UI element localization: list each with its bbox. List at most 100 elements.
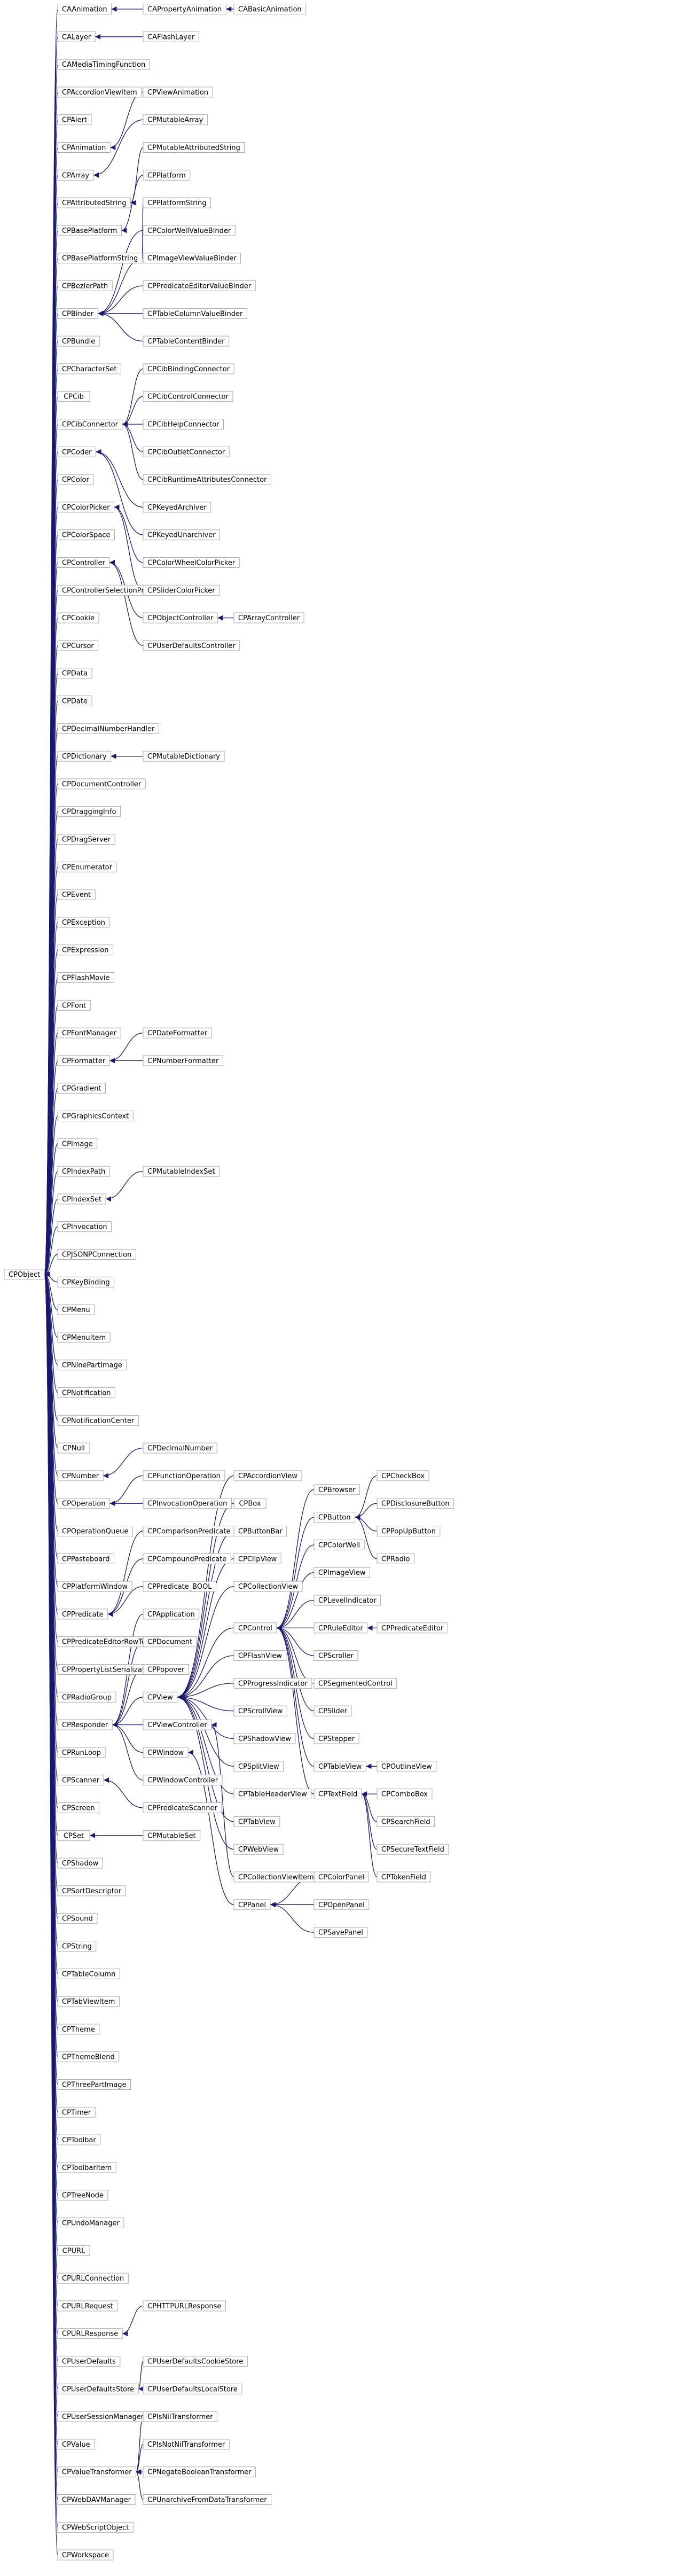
class-node[interactable]: CPObject xyxy=(4,1269,45,1280)
class-node[interactable]: CPOutlineView xyxy=(377,1761,437,1772)
class-node[interactable]: CPAccordionViewItem xyxy=(57,87,142,98)
class-node[interactable]: CPAnimation xyxy=(57,142,111,153)
class-node[interactable]: CPAlert xyxy=(57,114,92,126)
class-node[interactable]: CPURLRequest xyxy=(57,2300,118,2312)
class-node[interactable]: CPUserDefaultsCookieStore xyxy=(143,2356,248,2367)
class-node[interactable]: CPScroller xyxy=(314,1650,358,1661)
class-node[interactable]: CPRunLoop xyxy=(57,1747,106,1758)
class-node[interactable]: CPRadioGroup xyxy=(57,1691,116,1703)
class-node[interactable]: CPProgressIndicator xyxy=(233,1677,312,1689)
class-node[interactable]: CPPredicate xyxy=(57,1609,108,1620)
class-node[interactable]: CPBasePlatformString xyxy=(57,253,143,264)
class-node[interactable]: CPView xyxy=(143,1691,178,1703)
class-node[interactable]: CPMenu xyxy=(57,1304,95,1315)
class-node[interactable]: CPCibConnector xyxy=(57,419,123,430)
class-node[interactable]: CAFlashLayer xyxy=(143,31,199,42)
class-node[interactable]: CPFunctionOperation xyxy=(143,1470,225,1481)
class-node[interactable]: CPDocument xyxy=(143,1636,197,1648)
class-node[interactable]: CPColorWellValueBinder xyxy=(143,225,236,236)
class-node[interactable]: CPDate xyxy=(57,696,92,706)
class-node[interactable]: CPCibOutletConnector xyxy=(143,446,230,457)
class-node[interactable]: CPIsNilTransformer xyxy=(143,2411,217,2422)
class-node[interactable]: CPURLResponse xyxy=(57,2328,123,2339)
class-node[interactable]: CPTreeNode xyxy=(57,2190,108,2201)
class-node[interactable]: CPViewAnimation xyxy=(143,87,213,98)
class-node[interactable]: CPNegateBooleanTransformer xyxy=(143,2466,256,2478)
class-node[interactable]: CPWebView xyxy=(233,1844,284,1855)
class-node[interactable]: CAPropertyAnimation xyxy=(143,4,226,14)
class-node[interactable]: CPObjectController xyxy=(143,612,218,623)
class-node[interactable]: CPBrowser xyxy=(314,1484,360,1495)
class-node[interactable]: CPCibBindingConnector xyxy=(143,363,234,374)
class-node[interactable]: CPScrollView xyxy=(233,1705,287,1716)
class-node[interactable]: CPSplitView xyxy=(233,1761,284,1772)
class-node[interactable]: CPSound xyxy=(57,1913,98,1924)
class-node[interactable]: CPControl xyxy=(233,1622,277,1634)
class-node[interactable]: CPDocumentController xyxy=(57,778,146,790)
class-node[interactable]: CAMediaTimingFunction xyxy=(57,59,150,70)
class-node[interactable]: CPEvent xyxy=(57,889,96,900)
class-node[interactable]: CPPredicateScanner xyxy=(143,1802,222,1813)
class-node[interactable]: CPColorWheelColorPicker xyxy=(143,557,240,568)
class-node[interactable]: CPOperationQueue xyxy=(57,1526,133,1536)
class-node[interactable]: CPColorWell xyxy=(314,1539,365,1550)
class-node[interactable]: CPData xyxy=(57,668,92,679)
class-node[interactable]: CPRuleEditor xyxy=(314,1622,368,1634)
class-node[interactable]: CPToolbar xyxy=(57,2134,101,2145)
class-node[interactable]: CPWindow xyxy=(143,1747,189,1758)
class-node[interactable]: CPShadowView xyxy=(233,1733,296,1744)
class-node[interactable]: CPNotification xyxy=(57,1387,116,1398)
class-node[interactable]: CPIndexPath xyxy=(57,1166,110,1177)
class-node[interactable]: CPSearchField xyxy=(377,1816,435,1827)
class-node[interactable]: CPDateFormatter xyxy=(143,1027,212,1039)
class-node[interactable]: CPScreen xyxy=(57,1802,100,1813)
class-node[interactable]: CPTableView xyxy=(314,1761,366,1772)
class-node[interactable]: CPMenuItem xyxy=(57,1332,111,1343)
class-node[interactable]: CPTableColumnValueBinder xyxy=(143,308,247,319)
class-node[interactable]: CPInvocation xyxy=(57,1221,112,1232)
class-node[interactable]: CPSegmentedControl xyxy=(314,1677,397,1689)
class-node[interactable]: CPOperation xyxy=(57,1498,111,1509)
class-node[interactable]: CPUserSessionManager xyxy=(57,2411,148,2422)
class-node[interactable]: CPCib xyxy=(57,391,90,402)
class-node[interactable]: CPScanner xyxy=(57,1775,104,1786)
class-node[interactable]: CPSavePanel xyxy=(314,1927,368,1938)
class-node[interactable]: CPPredicate_BOOL xyxy=(143,1581,217,1592)
class-node[interactable]: CPKeyedArchiver xyxy=(143,502,211,513)
class-node[interactable]: CPCoder xyxy=(57,446,97,457)
class-node[interactable]: CPSecureTextField xyxy=(377,1844,449,1855)
class-node[interactable]: CPCibHelpConnector xyxy=(143,419,224,430)
class-node[interactable]: CPKeyBinding xyxy=(57,1276,115,1287)
class-node[interactable]: CPBox xyxy=(233,1498,267,1509)
class-node[interactable]: CPUserDefaultsController xyxy=(143,640,240,651)
class-node[interactable]: CPPlatformString xyxy=(143,197,211,208)
class-node[interactable]: CPInvocationOperation xyxy=(143,1498,232,1509)
class-node[interactable]: CPGradient xyxy=(57,1083,106,1094)
class-node[interactable]: CPException xyxy=(57,917,110,928)
class-node[interactable]: CPColorSpace xyxy=(57,529,115,541)
class-node[interactable]: CPStepper xyxy=(314,1733,359,1744)
class-node[interactable]: CPNumberFormatter xyxy=(143,1055,223,1066)
class-node[interactable]: CPBezierPath xyxy=(57,280,113,291)
class-node[interactable]: CPThemeBlend xyxy=(57,2051,120,2063)
class-node[interactable]: CPNinePartImage xyxy=(57,1360,127,1371)
class-node[interactable]: CPAttributedString xyxy=(57,197,131,208)
class-node[interactable]: CPThreePartImage xyxy=(57,2079,131,2090)
class-node[interactable]: CPAccordionView xyxy=(233,1470,302,1481)
class-node[interactable]: CPValueTransformer xyxy=(57,2466,137,2478)
class-node[interactable]: CPPlatform xyxy=(143,169,191,181)
class-node[interactable]: CPCursor xyxy=(57,640,99,651)
class-node[interactable]: CPPanel xyxy=(233,1899,271,1910)
class-node[interactable]: CPUnarchiveFromDataTransformer xyxy=(143,2494,272,2505)
class-node[interactable]: CPFontManager xyxy=(57,1027,121,1039)
class-node[interactable]: CPLevelIndicator xyxy=(314,1595,381,1606)
class-node[interactable]: CPPlatformWindow xyxy=(57,1581,132,1592)
class-node[interactable]: CPDraggingInfo xyxy=(57,806,121,817)
class-node[interactable]: CPMutableDictionary xyxy=(143,751,225,762)
class-node[interactable]: CPFlashMovie xyxy=(57,972,114,983)
class-node[interactable]: CPArray xyxy=(57,169,94,181)
class-node[interactable]: CPMutableSet xyxy=(143,1830,201,1841)
class-node[interactable]: CPMutableAttributedString xyxy=(143,142,245,153)
class-node[interactable]: CPCompoundPredicate xyxy=(143,1553,231,1564)
class-node[interactable]: CPDisclosureButton xyxy=(377,1498,454,1509)
